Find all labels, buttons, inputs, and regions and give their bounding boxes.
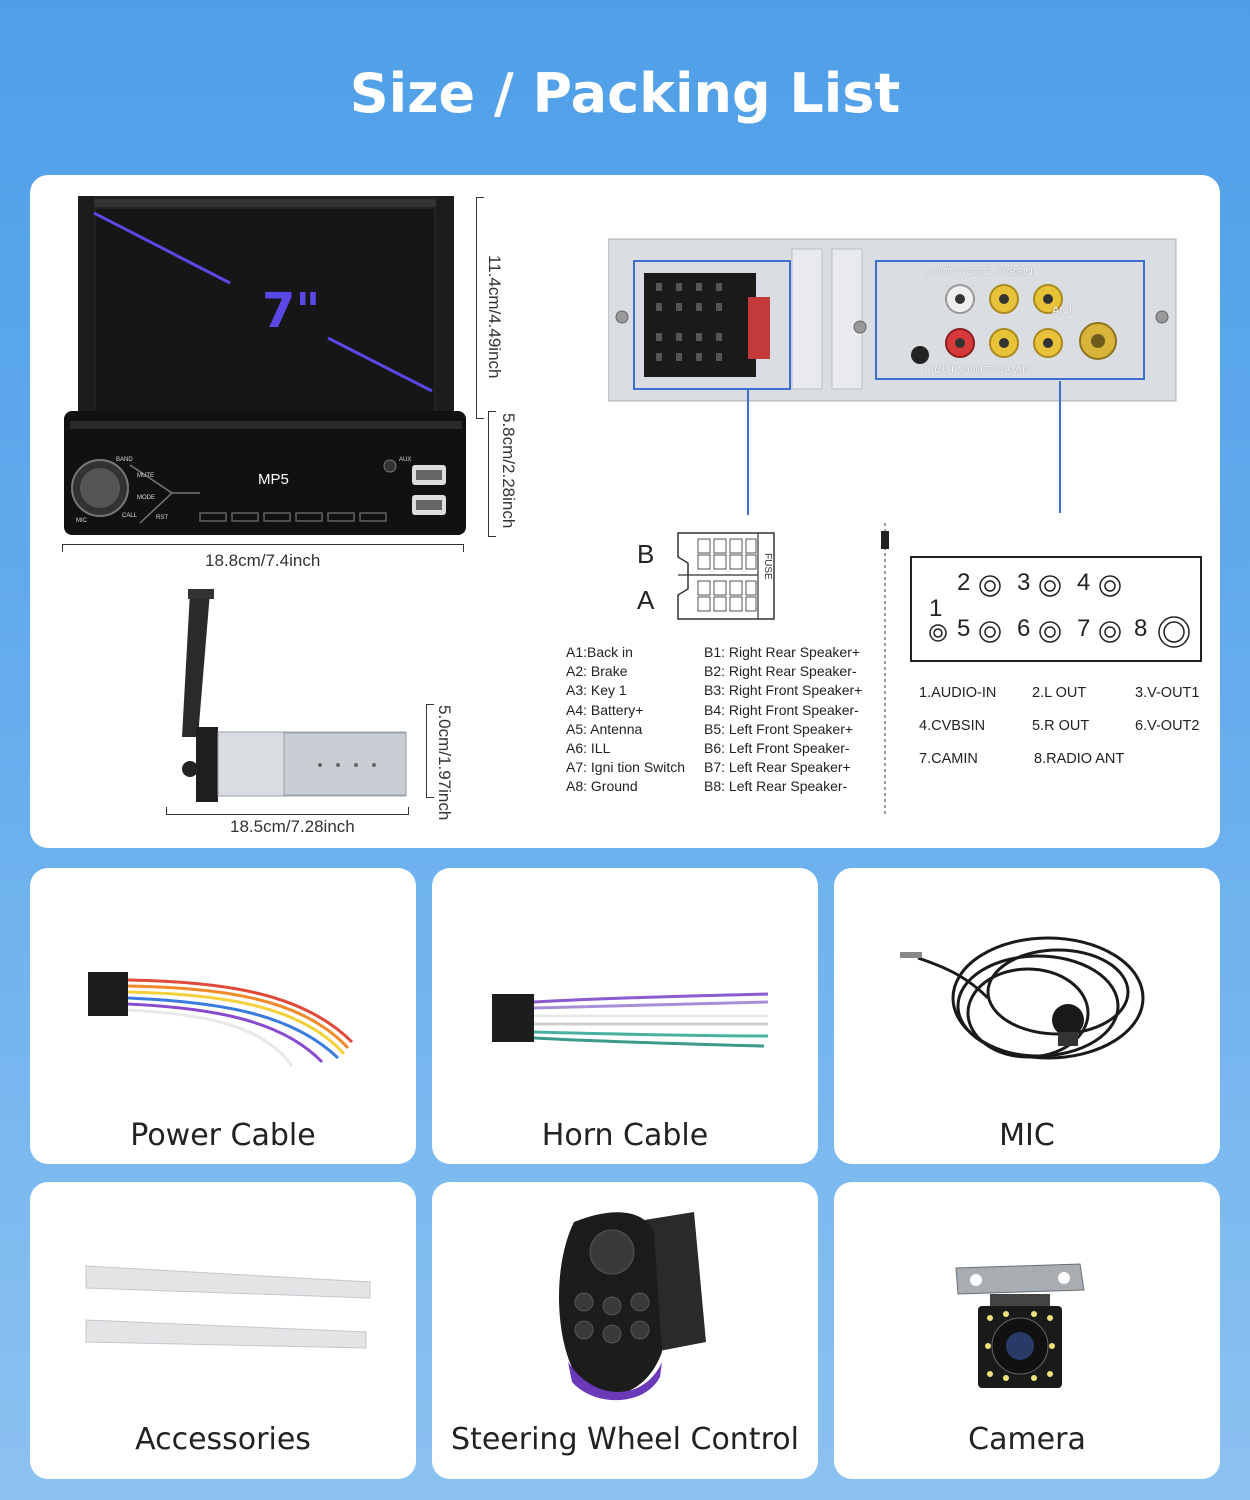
connector-row-a-label: A (637, 585, 655, 615)
screen-height-dimension-line (476, 197, 484, 419)
accessory-label: Camera (968, 1422, 1086, 1457)
screen-height-dimension: 11.4cm/4.49inch (485, 255, 504, 379)
pin-b6: B6: Left Front Speaker- (704, 740, 850, 757)
brand-label: MP5 (258, 471, 289, 488)
base-height-dimension-line (488, 411, 496, 537)
accessory-label: Accessories (135, 1422, 311, 1457)
removal-tools-illustration (85, 1265, 371, 1349)
port-number-5: 5 (957, 615, 971, 642)
side-height-dimension-line (426, 704, 434, 798)
pin-b1: B1: Right Rear Speaker+ (704, 644, 861, 660)
pins-a-list: A1:Back in A2: Brake A3: Key 1 A4: Batte… (566, 643, 685, 797)
divider-marker (881, 531, 889, 549)
port-label-5: 5.R OUT (1032, 718, 1090, 734)
pins-b-list: B1: Right Rear Speaker+ B2: Right Rear S… (704, 643, 862, 797)
port-label-1: 1.AUDIO-IN (919, 685, 997, 701)
port-label-7: 7.CAMIN (919, 751, 978, 767)
aux-port-label: AUX (399, 457, 412, 463)
port-label-8: 8.RADIO ANT (1034, 751, 1125, 767)
connector-pinout-diagram (677, 532, 775, 620)
port-label-6: 6.V-OUT2 (1135, 718, 1200, 734)
ports-diagram-rings (929, 575, 1190, 648)
rear-panel-illustration (608, 238, 1177, 402)
side-depth-dimension: 18.5cm/7.28inch (230, 817, 355, 836)
mic-illustration (900, 936, 1145, 1060)
steering-remote-illustration (559, 1212, 706, 1401)
pin-b7: B7: Left Rear Speaker+ (704, 759, 851, 776)
side-height-dimension: 5.0cm/1.97inch (435, 705, 454, 821)
port-label-2: 2.L OUT (1032, 685, 1087, 701)
accessory-card-accessories: Accessories (30, 1182, 416, 1479)
port-label-3: 3.V-OUT1 (1135, 685, 1200, 701)
accessory-label: Horn Cable (541, 1118, 709, 1153)
connector-callout-line (747, 389, 749, 515)
pin-b8: B8: Left Rear Speaker- (704, 778, 848, 795)
accessory-card-steering-wheel-control: Steering Wheel Control (432, 1182, 818, 1479)
ports-diagram-box (910, 556, 1202, 662)
head-unit-side-illustration (182, 589, 407, 802)
rear-panel-bottom-text: R-OUT V-OUT2 CAMIN (924, 365, 1030, 376)
pin-b3: B3: Right Front Speaker+ (704, 682, 863, 699)
connector-row-b-label: B (637, 539, 655, 569)
pin-b2: B2: Right Rear Speaker- (704, 663, 857, 680)
accessory-label: MIC (999, 1118, 1055, 1153)
connector-fuse-label: FUSE (762, 553, 773, 580)
call-button: CALL (122, 513, 138, 519)
accessory-card-mic: MIC (834, 868, 1220, 1164)
front-width-dimension: 18.8cm/7.4inch (205, 551, 321, 570)
port-number-7: 7 (1077, 615, 1091, 642)
port-number-2: 2 (957, 569, 971, 596)
screen-size-label: 7" (262, 283, 321, 339)
page-title: Size / Packing List (349, 62, 901, 125)
ports-callout-line (1059, 381, 1061, 513)
pin-b4: B4: Right Front Speaker- (704, 701, 859, 718)
port-number-1: 1 (929, 595, 943, 622)
accessory-card-power-cable: Power Cable (30, 868, 416, 1164)
mic-hole-label: MIC (76, 518, 87, 524)
base-height-dimension: 5.8cm/2.28inch (499, 413, 518, 529)
rst-button: RST (156, 515, 168, 521)
pin-a8: A8: Ground (566, 778, 638, 795)
accessory-card-camera: Camera (834, 1182, 1220, 1479)
pin-b5: B5: Left Front Speaker+ (704, 720, 854, 737)
accessory-card-horn-cable: Horn Cable (432, 868, 818, 1164)
pin-a6: A6: ILL (566, 740, 611, 757)
power-cable-illustration (88, 972, 354, 1067)
band-button: BAND (116, 457, 133, 463)
port-number-3: 3 (1017, 569, 1031, 596)
front-width-dimension-line (62, 544, 464, 552)
section-divider (884, 523, 886, 815)
accessory-label: Power Cable (130, 1118, 316, 1153)
camera-illustration (955, 1263, 1085, 1388)
horn-cable-illustration (492, 992, 769, 1048)
port-number-6: 6 (1017, 615, 1031, 642)
pin-a7: A7: Igni tion Switch (566, 759, 686, 776)
rear-panel-ant-text: ANT (1052, 305, 1074, 317)
pin-a5: A5: Antenna (566, 720, 643, 737)
rear-panel-top-text: L-OUT V-OUT1 CVBSIN (924, 267, 1033, 278)
size-diagram-card: 7" MP5 BAND MUTE MODE CALL RST MIC AUX 1… (30, 175, 1220, 848)
mode-button: MODE (137, 495, 155, 501)
mute-button: MUTE (137, 473, 154, 479)
pin-a3: A3: Key 1 (566, 682, 627, 699)
pin-a4: A4: Battery+ (566, 701, 644, 718)
port-number-8: 8 (1134, 615, 1148, 642)
head-unit-front-illustration (64, 196, 466, 535)
port-label-4: 4.CVBSIN (919, 718, 986, 734)
pin-a1: A1:Back in (566, 644, 633, 660)
accessory-label: Steering Wheel Control (451, 1422, 799, 1457)
side-depth-dimension-line (166, 807, 409, 815)
pin-a2: A2: Brake (566, 663, 628, 680)
port-number-4: 4 (1077, 569, 1091, 596)
